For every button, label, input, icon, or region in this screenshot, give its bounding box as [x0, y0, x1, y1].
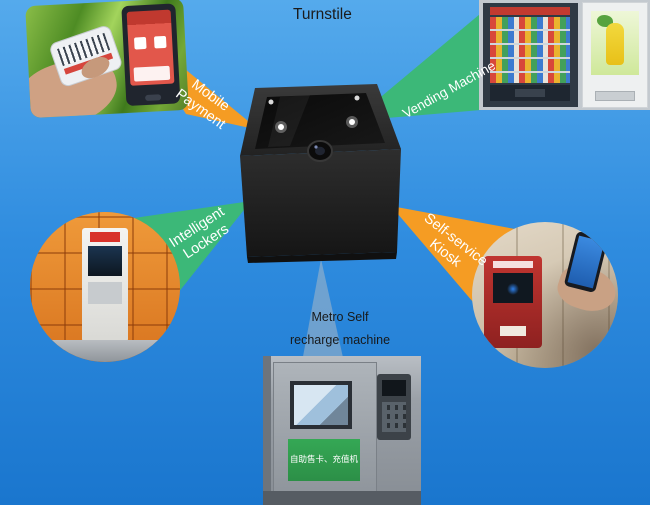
- device-led-top-right: [354, 95, 360, 101]
- device-led-left: [278, 124, 284, 130]
- photo-mobile-payment: [25, 0, 189, 119]
- recharge-screen: [294, 385, 348, 425]
- vending-base: [490, 85, 570, 101]
- payment-app-screen: [126, 9, 175, 86]
- label-turnstile: Turnstile: [293, 6, 352, 23]
- device-led-top-left: [268, 99, 274, 105]
- photo-intelligent-lockers: [30, 212, 180, 362]
- qr-scanner-device: [240, 84, 401, 263]
- app-bottom-bar: [133, 65, 171, 82]
- card-reader-keypad: [382, 402, 406, 432]
- phone-home-button: [144, 94, 162, 102]
- label-metro-line1: Metro Self: [311, 310, 369, 324]
- machine-base-strip: [263, 491, 421, 505]
- label-metro-recharge: Metro Self recharge machine: [268, 306, 412, 351]
- kiosk-slot: [500, 326, 526, 336]
- vending-shelves: [490, 17, 570, 83]
- device-front-face: [240, 149, 401, 257]
- photo-metro-recharge-machine: 自助售卡、充值机: [263, 356, 421, 505]
- vending-pickup-flap: [515, 89, 545, 97]
- vending-machine-left-shape: [483, 3, 578, 107]
- photo-self-service-kiosk: [472, 222, 618, 368]
- device-window-glare: [268, 95, 310, 147]
- locker-kiosk-screen: [88, 246, 122, 276]
- card-reader-screen: [382, 380, 406, 396]
- device-lens-pupil: [315, 146, 325, 156]
- vending-drink-poster: [591, 11, 639, 75]
- locker-brand-sign: [90, 232, 120, 242]
- kiosk-machine-shape: [484, 256, 542, 348]
- locker-kiosk-panel: [88, 282, 122, 304]
- device-bottom-lip: [247, 252, 397, 263]
- device-led-right: [349, 119, 355, 125]
- kiosk-screen-glow: [507, 283, 519, 295]
- locker-kiosk-column: [82, 228, 128, 342]
- app-tile-right: [153, 35, 167, 49]
- vending-machine-right-shape: [582, 2, 648, 108]
- recharge-machine-body: 自助售卡、充值机: [273, 362, 377, 499]
- locker-floor: [30, 340, 180, 362]
- wall-pillar: [263, 356, 271, 505]
- recharge-green-panel: 自助售卡、充值机: [288, 439, 360, 481]
- app-tile-left: [133, 36, 147, 50]
- kiosk-screen: [493, 273, 533, 303]
- vending-dispense-slot: [595, 91, 635, 101]
- kiosk-header-label: [493, 261, 533, 268]
- poster-bottle-shape: [606, 23, 624, 65]
- label-metro-line2: recharge machine: [289, 332, 391, 347]
- beam-metro: [302, 259, 344, 362]
- device-lens-highlight: [314, 145, 318, 149]
- photo-vending-machine: [479, 0, 650, 110]
- recharge-screen-frame: [290, 381, 352, 429]
- device-scan-window: [255, 93, 385, 149]
- card-reader-module: [377, 374, 411, 440]
- vending-sign-band: [490, 7, 570, 15]
